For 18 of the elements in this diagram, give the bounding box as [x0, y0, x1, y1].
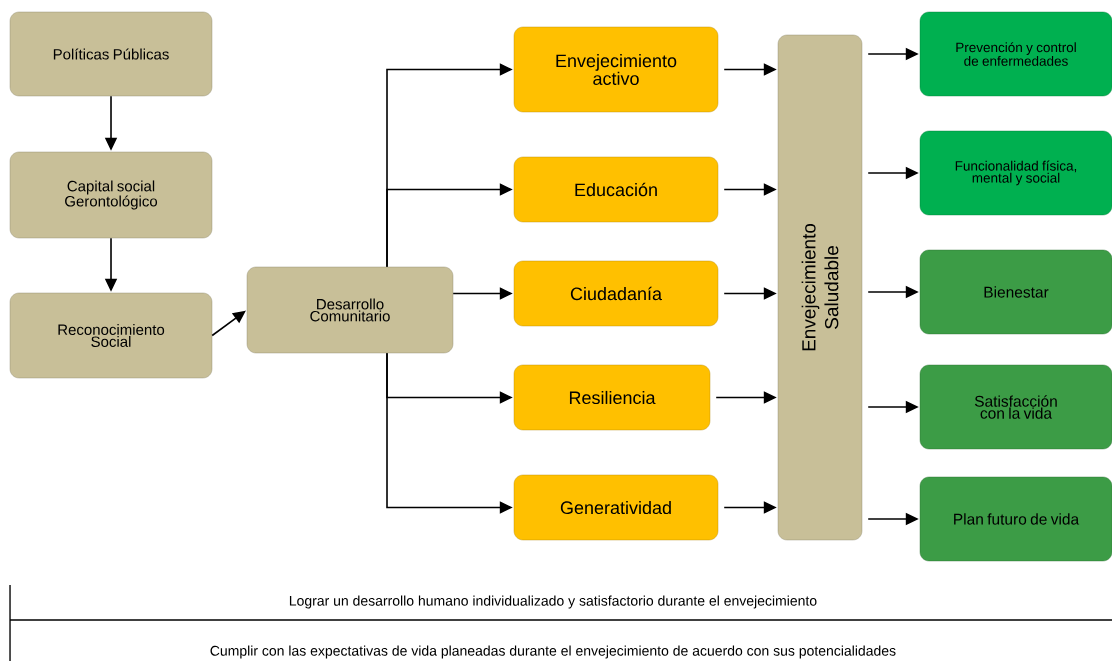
process-box: Desarrollo Comunitario [246, 266, 454, 354]
process-box: Ciudadanía [513, 260, 719, 327]
process-box: Generatividad [513, 474, 719, 541]
arrow [211, 310, 246, 337]
process-box: Políticas Públicas [9, 11, 213, 97]
note-text: Lograr un desarrollo humano individualizado y satisfactorio durante el envejecimiento [289, 595, 817, 609]
process-box: Capital social Gerontológico [9, 151, 213, 239]
vertical-bar-box: Envejecimiento Saludable [777, 34, 863, 541]
process-box: Reconocimiento Social [9, 292, 213, 379]
outcome-box: Prevención y control de enfermedades [919, 11, 1112, 97]
process-box: Envejecimiento activo [513, 26, 719, 113]
outcome-box: Funcionalidad física, mental y social [919, 130, 1112, 216]
outcome-box: Bienestar [919, 249, 1112, 335]
process-box: Resiliencia [513, 364, 711, 431]
note-text: Cumplir con las expectativas de vida planeadas durante el envejecimiento de acuerdo con sus potencialidades [210, 645, 896, 659]
outcome-box: Plan futuro de vida [919, 476, 1112, 562]
outcome-box: Satisfacción con la vida [919, 364, 1112, 450]
process-box: Educación [513, 156, 719, 223]
